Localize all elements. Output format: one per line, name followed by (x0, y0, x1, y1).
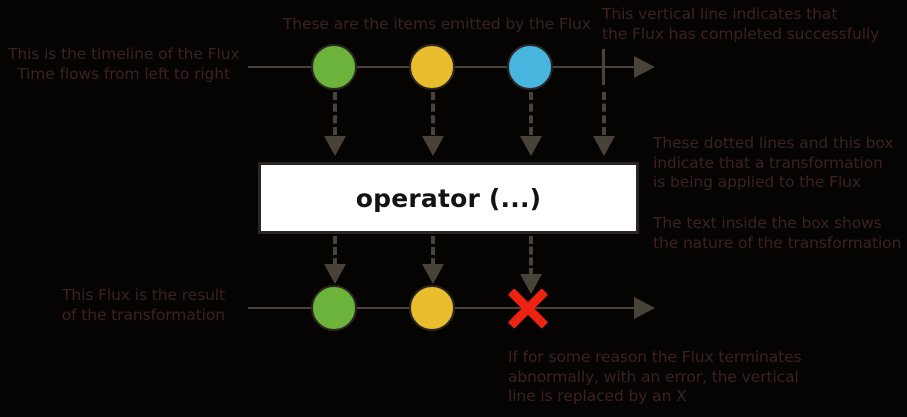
result-marble-green (311, 285, 357, 331)
connector-arrow-green-out (324, 264, 346, 284)
annotation-box-text-meaning: The text inside the box shows the nature… (653, 214, 902, 252)
source-marble-green (311, 44, 357, 90)
annotation-transformation: These dotted lines and this box indicate… (653, 134, 894, 191)
connector-line-yellow-out (431, 236, 435, 266)
annotation-completion: This vertical line indicates that the Fl… (602, 5, 880, 43)
connector-line-yellow-down (431, 92, 435, 135)
connector-arrow-blue-down (520, 136, 542, 156)
operator-box[interactable]: operator (...) (258, 162, 639, 234)
source-marble-blue (507, 44, 553, 90)
completion-bar (602, 49, 605, 85)
connector-arrow-green-down (324, 136, 346, 156)
result-marble-yellow (409, 285, 455, 331)
connector-arrow-error-out (520, 274, 542, 294)
operator-label: operator (...) (355, 183, 542, 213)
annotation-error: If for some reason the Flux terminates a… (508, 348, 802, 405)
annotation-emitted-items: These are the items emitted by the Flux (283, 15, 591, 33)
annotation-result-timeline: This Flux is the result of the transform… (61, 286, 225, 324)
error-cross-icon (506, 286, 550, 330)
connector-arrow-yellow-out (422, 264, 444, 284)
connector-line-error-out (529, 236, 533, 276)
source-timeline-arrowhead (634, 56, 655, 78)
connector-line-blue-down (529, 92, 533, 135)
connector-line-green-down (333, 92, 337, 135)
source-marble-yellow (409, 44, 455, 90)
connector-arrow-yellow-down (422, 136, 444, 156)
connector-line-green-out (333, 236, 337, 266)
connector-line-completion-down (602, 92, 606, 135)
result-timeline-arrowhead (634, 297, 655, 319)
connector-arrow-completion-down (593, 136, 615, 156)
annotation-source-timeline: This is the timeline of the Flux Time fl… (8, 45, 240, 83)
